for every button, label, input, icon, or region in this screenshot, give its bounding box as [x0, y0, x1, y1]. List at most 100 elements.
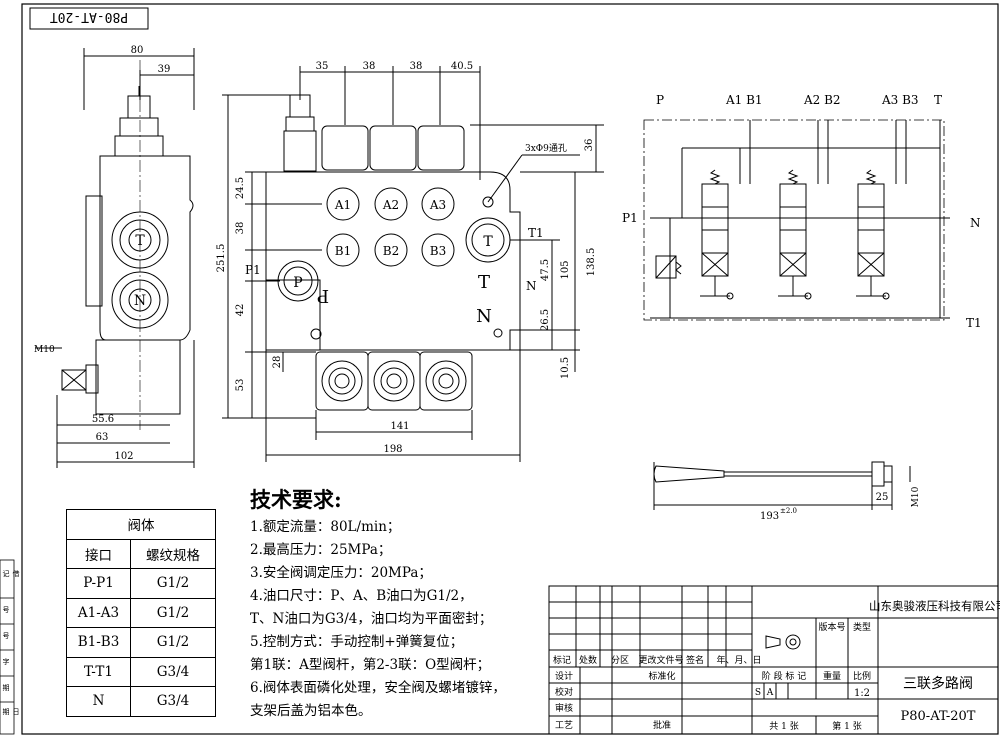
port-t: T [483, 234, 493, 250]
tech-line-8: 6.阀体表面磷化处理，安全阀及螺堵镀锌， [250, 680, 506, 696]
port-p-cast: P [317, 285, 329, 306]
margin-label: 借记 [2, 570, 20, 577]
tb-process: 工艺 [555, 720, 573, 731]
tb-proofread: 校对 [555, 686, 573, 698]
port-a1: A1 [334, 198, 351, 212]
schem-a2b2: A2 B2 [803, 93, 841, 107]
tb-type-label: 类型 [853, 621, 871, 633]
schem-p: P [656, 93, 664, 107]
port-t-cast: T [478, 272, 490, 293]
hydraulic-schematic [643, 119, 950, 321]
tech-line-3: 3.安全阀调定压力：20MPa； [250, 565, 432, 581]
lever-drawing [653, 461, 911, 510]
schem-t1: T1 [966, 316, 982, 330]
table-row: B1-B3 G1/2 [66, 627, 216, 658]
port-p1: P1 [245, 263, 261, 277]
thread-cell: G3/4 [130, 656, 216, 687]
tb-sign: 签名 [686, 654, 704, 666]
table-row: N G3/4 [66, 686, 216, 717]
port-table-header: 接口 [66, 538, 131, 569]
dim-side-39: 39 [158, 64, 171, 75]
tech-line-1: 1.额定流量：80L/min； [250, 519, 401, 535]
schem-a3b3: A3 B3 [881, 93, 919, 107]
tb-company: 山东奥骏液压科技有限公司 [869, 599, 1000, 613]
tb-ratio: 比例 [853, 670, 871, 682]
port-cell: B1-B3 [66, 627, 131, 658]
port-table-title: 阀体 [66, 509, 216, 540]
port-t1: T1 [528, 226, 544, 240]
tb-sheet-no: 第 1 张 [832, 720, 861, 732]
thread-cell: G3/4 [130, 686, 216, 717]
dim-side-63: 63 [96, 432, 109, 443]
port-n-cast: N [476, 306, 492, 327]
tb-s: S [755, 688, 761, 698]
dim-right-138-5: 138.5 [586, 248, 597, 277]
port-cell: N [66, 686, 131, 717]
tb-scale: 1:2 [854, 688, 870, 699]
port-table-header: 螺纹规格 [130, 538, 216, 569]
dim-left-251-5: 251.5 [216, 244, 227, 273]
title-block-grid [548, 585, 999, 735]
tb-drawing-no: P80-AT-20T [901, 709, 976, 724]
mount-holes-note: 3xΦ9通孔 [525, 143, 567, 154]
margin-label: 字 [2, 658, 10, 665]
port-cell: P-P1 [66, 568, 131, 599]
tb-weight: 重量 [823, 670, 841, 682]
port-p: P [293, 275, 302, 291]
port-n-front: N [526, 279, 537, 293]
tb-sheets-total: 共 1 张 [769, 721, 798, 732]
thread-cell: G1/2 [130, 597, 216, 628]
tb-standardize: 标准化 [648, 670, 675, 682]
thread-cell: G1/2 [130, 627, 216, 658]
tb-zone: 分区 [611, 655, 629, 666]
margin-label: 期 [2, 684, 10, 691]
lever-m10: M10 [911, 486, 921, 507]
dim-right-47-5: 47.5 [540, 259, 551, 281]
dim-top-40-5: 40.5 [451, 61, 473, 72]
tb-stage-mark: 阶 段 标 记 [762, 670, 807, 682]
dim-top-38a: 38 [363, 61, 376, 72]
dim-left-53: 53 [235, 379, 246, 392]
tb-a: A [766, 688, 774, 698]
margin-label: 号 [2, 606, 10, 613]
dim-side-m10: M10 [34, 345, 55, 355]
schem-n: N [970, 216, 981, 230]
tech-line-4: 4.油口尺寸：P、A、B油口为G1/2， [250, 588, 473, 604]
table-row: P-P1 G1/2 [66, 568, 216, 599]
margin-label: 号 [2, 632, 10, 639]
tb-design: 设计 [555, 670, 573, 682]
table-row: A1-A3 G1/2 [66, 597, 216, 628]
tech-line-9: 支架后盖为铝本色。 [250, 703, 372, 719]
lever-length: 193 [760, 511, 779, 522]
table-row: T-T1 G3/4 [66, 656, 216, 687]
dim-left-28: 28 [272, 356, 283, 369]
side-view [35, 48, 195, 468]
dim-side-102: 102 [114, 451, 133, 462]
drawing-code-mirrored: P80-AT-20T [50, 9, 128, 24]
tb-count: 处数 [579, 654, 597, 666]
tb-date: 年、月、日 [716, 654, 761, 666]
dim-bottom-198: 198 [383, 444, 402, 455]
tb-review: 审核 [555, 702, 573, 714]
tb-approve: 批准 [653, 719, 671, 731]
tech-line-7: 第1联：A型阀杆，第2-3联：O型阀杆； [250, 657, 491, 673]
tech-line-6: 5.控制方式：手动控制+弹簧复位； [250, 634, 464, 650]
dim-left-38: 38 [235, 222, 246, 235]
tb-product: 三联多路阀 [903, 675, 973, 692]
port-a2: A2 [382, 198, 399, 212]
tech-line-2: 2.最高压力：25MPa； [250, 542, 392, 558]
margin-label: 日期 [2, 708, 20, 715]
schem-p1: P1 [622, 211, 638, 225]
dim-side-55-6: 55.6 [92, 414, 114, 425]
dim-bottom-141: 141 [390, 421, 409, 432]
schem-t: T [934, 93, 942, 107]
dim-right-105: 105 [560, 260, 571, 279]
tb-revision-label: 版本号 [818, 621, 845, 633]
tech-line-5: T、N油口为G3/4，油口均为平面密封； [250, 611, 493, 627]
dim-top-35: 35 [316, 61, 329, 72]
dim-right-26-5: 26.5 [540, 309, 551, 331]
lever-d25: 25 [876, 492, 889, 503]
tech-requirements-title: 技术要求: [250, 487, 342, 512]
port-b3: B3 [430, 244, 446, 258]
